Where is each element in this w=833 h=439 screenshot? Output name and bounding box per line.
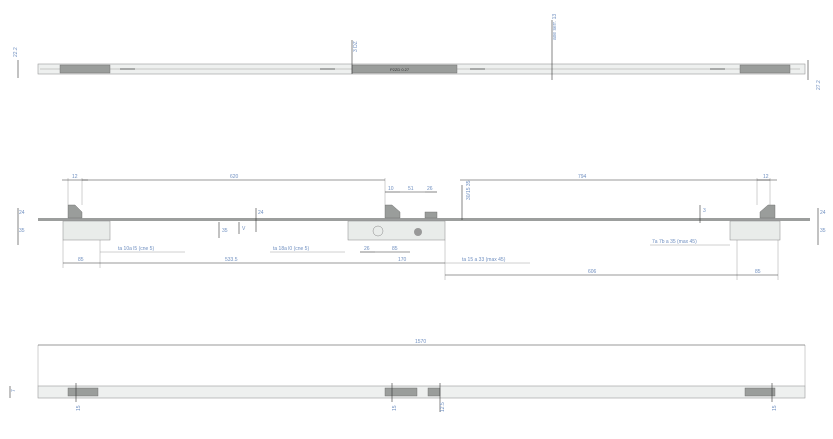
dim-span-right: 794: [578, 174, 587, 180]
dim-170: 170: [398, 257, 407, 263]
spindle: [414, 228, 422, 236]
hook-center: [384, 204, 401, 219]
range-right: ta 15 a 33 (max 45): [462, 257, 506, 263]
dim-85-center: 85: [392, 246, 398, 252]
dim-hook-left-width: 12: [72, 174, 78, 180]
dim-center-mark: 3 DZ: [353, 41, 359, 52]
dim-lock-gear: 12.5: [440, 402, 446, 412]
dim-left-edge: 7: [11, 389, 17, 392]
bottom-locking-center: [384, 387, 418, 397]
dim-lock-center: 15: [392, 405, 398, 411]
dim-lock-right: 15: [772, 405, 778, 411]
dim-85-right: 85: [755, 269, 761, 275]
dim-85-left: 85: [78, 257, 84, 263]
dim-26: 26: [364, 246, 370, 252]
dim-offset-26: 26: [427, 186, 433, 192]
dim-span-left: 620: [230, 174, 239, 180]
top-view: P2ZD 0.27 22.2 3 DZ axe serr. 13 27.2: [13, 14, 822, 90]
dim-axis-mark: axe serr. 13: [552, 14, 558, 40]
lock-plate-right: [729, 220, 781, 241]
dim-gap-left: 35: [222, 228, 228, 234]
cylinder-hole: [372, 225, 384, 237]
dim-right-height: 27.2: [816, 80, 822, 90]
dim-lock-left: 15: [76, 405, 82, 411]
dim-left-hook-height: 24: [19, 210, 25, 216]
deadbolt: [424, 211, 438, 219]
hook-left: [67, 204, 83, 219]
dim-hook-center-offset: 10: [388, 186, 394, 192]
top-locking-point-left: [59, 64, 111, 74]
bottom-locking-right: [744, 387, 776, 397]
lock-plate-center: [347, 220, 446, 241]
lock-plate-left: [62, 220, 111, 241]
front-view: 12 620 10 51 26 794 12 30/15 35 24 35 24…: [17, 174, 826, 280]
bottom-locking-left: [67, 387, 99, 397]
dim-backset-note: 3: [703, 208, 706, 214]
dim-606: 606: [588, 269, 597, 275]
dim-total-length: 1570: [415, 339, 426, 345]
gearbox-text: P2ZD 0.27: [390, 67, 410, 72]
hook-right: [759, 204, 776, 219]
range-center: ta 18a l0 (cne 5): [273, 246, 309, 252]
bottom-bar: [37, 385, 806, 399]
range-left: ta 10a l5 (cne 5): [118, 246, 154, 252]
dim-gap-center: V: [242, 226, 246, 232]
bottom-gear: [427, 387, 441, 397]
dim-center-hook-height: 24: [258, 210, 264, 216]
top-locking-point-right: [739, 64, 791, 74]
dim-offset-51: 51: [408, 186, 414, 192]
dim-right-hook-height: 24: [820, 210, 826, 216]
front-bar: [38, 218, 810, 221]
dim-left-plate-height: 35: [19, 228, 25, 234]
dim-left-height: 22.2: [13, 47, 19, 57]
dim-center-vertical: 30/15 35: [466, 180, 472, 200]
dim-right-plate-height: 35: [820, 228, 826, 234]
bottom-view: 1570 7 15 15 12.5 15: [9, 339, 806, 412]
dim-hook-right-width: 12: [763, 174, 769, 180]
dim-533: 533.5: [225, 257, 238, 263]
range-far-right: 7a 7b a 35 (max 45): [652, 239, 697, 245]
